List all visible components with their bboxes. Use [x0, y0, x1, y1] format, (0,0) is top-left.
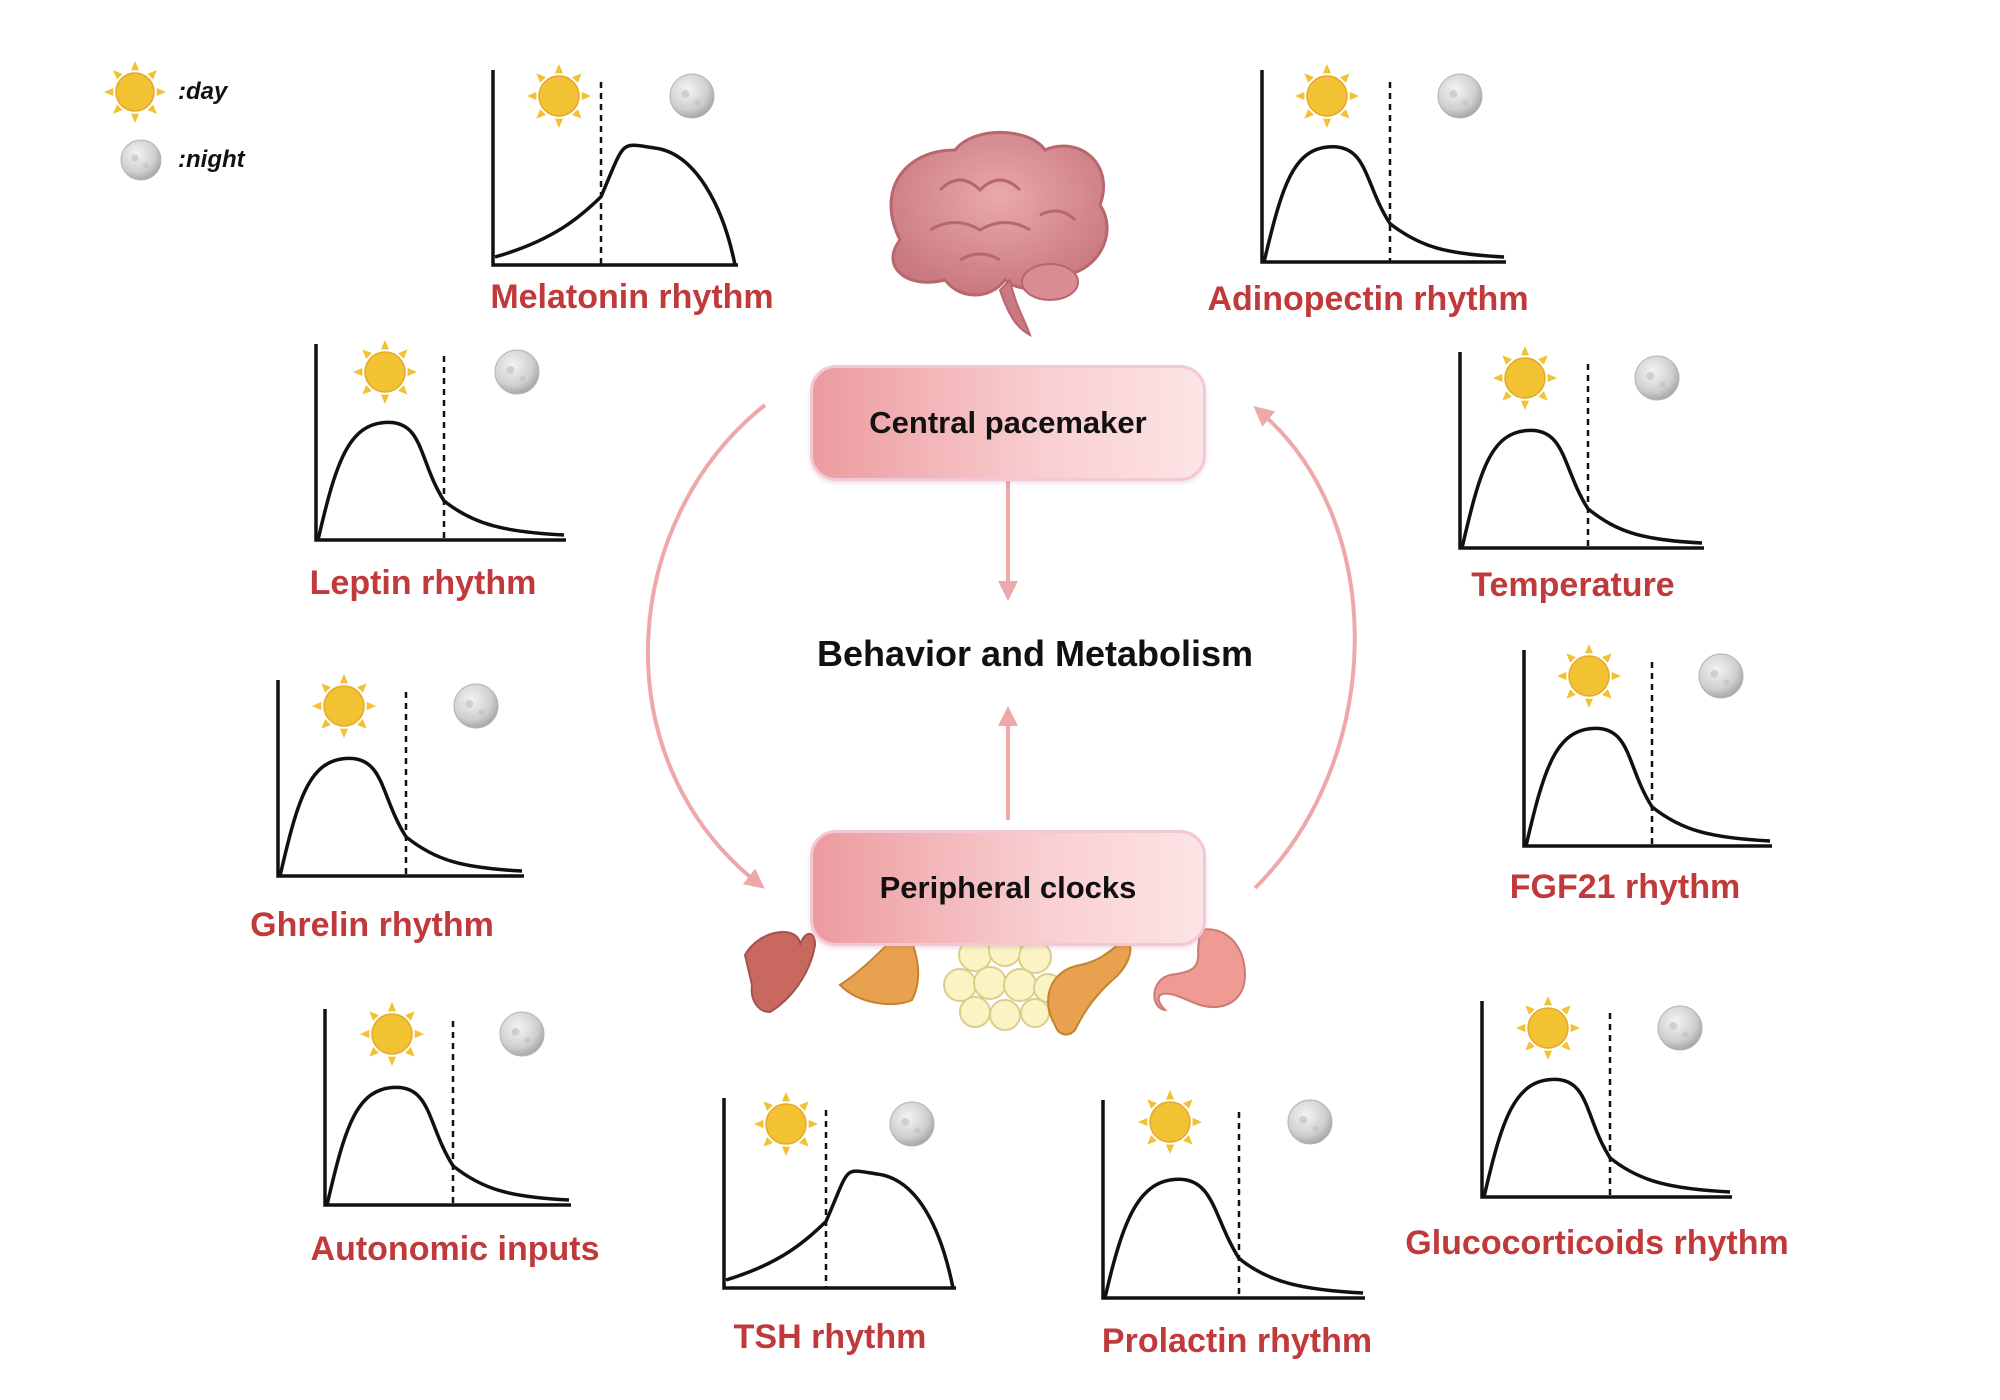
moon-icon: [499, 1011, 545, 1057]
label-temperature: Temperature: [1471, 566, 1675, 604]
adrenal-icon: [838, 926, 920, 1006]
peripheral-clocks-label: Peripheral clocks: [879, 870, 1137, 905]
arrow-peripheral-to-central: [1253, 406, 1357, 890]
moon-icon: [120, 139, 162, 181]
central-pacemaker-box: Central pacemaker: [810, 365, 1206, 481]
chart-axes: [323, 1009, 571, 1207]
pancreas-icon: [1047, 938, 1132, 1036]
legend-day-label: :day: [178, 78, 228, 105]
rhythm-chart-fgf21: [1522, 644, 1772, 848]
rhythm-chart-leptin: [314, 340, 566, 542]
sun-icon: [527, 64, 591, 128]
legend-night-label: :night: [178, 146, 245, 173]
rhythm-chart-prolactin: [1101, 1090, 1365, 1300]
adipose-icon: [943, 933, 1063, 1031]
rhythm-curve: [1524, 726, 1771, 847]
label-tsh: TSH rhythm: [733, 1318, 927, 1356]
arrow-central-to-peripheral: [646, 403, 767, 889]
moon-icon: [1634, 355, 1680, 401]
label-prolactin: Prolactin rhythm: [1101, 1322, 1373, 1360]
sun-icon: [353, 340, 417, 404]
rhythm-chart-ghrelin: [276, 674, 524, 878]
moon-icon: [120, 139, 162, 181]
rhythm-chart-tsh: [722, 1092, 956, 1290]
moon-icon: [1657, 1005, 1703, 1051]
stomach-icon: [1153, 928, 1247, 1012]
rhythm-curve: [494, 143, 737, 266]
moon-icon: [889, 1101, 935, 1147]
rhythm-curve: [1460, 428, 1703, 549]
rhythm-curve: [1482, 1077, 1731, 1198]
central-pacemaker-label: Central pacemaker: [869, 405, 1147, 440]
moon-icon: [1698, 653, 1744, 699]
rhythm-chart-adinopectin: [1260, 64, 1506, 264]
label-ghrelin: Ghrelin rhythm: [250, 906, 494, 944]
chart-axes: [1480, 1001, 1732, 1199]
chart-axes: [314, 344, 566, 542]
arrows: [646, 403, 1357, 890]
moon-icon: [494, 349, 540, 395]
label-fgf21: FGF21 rhythm: [1509, 868, 1741, 906]
rhythm-chart-autonomic: [323, 1002, 571, 1207]
sun-icon: [1138, 1090, 1202, 1154]
rhythm-chart-temperature: [1458, 346, 1704, 550]
label-adinopectin: Adinopectin rhythm: [1207, 280, 1529, 318]
rhythm-curve: [1262, 145, 1505, 263]
rhythm-chart-melatonin: [491, 64, 738, 267]
moon-icon: [1437, 73, 1483, 119]
label-autonomic: Autonomic inputs: [310, 1230, 600, 1268]
chart-axes: [722, 1098, 956, 1290]
moon-icon: [453, 683, 499, 729]
brain-icon: [889, 130, 1109, 337]
rhythm-charts: [276, 64, 1772, 1300]
chart-axes: [1260, 70, 1506, 264]
sun-icon: [1295, 64, 1359, 128]
sun-icon: [360, 1002, 424, 1066]
moon-icon: [669, 73, 715, 119]
rhythm-curve: [725, 1169, 955, 1289]
chart-axes: [1522, 650, 1772, 848]
sun-icon: [104, 61, 166, 123]
label-melatonin: Melatonin rhythm: [490, 278, 774, 316]
sun-icon: [754, 1092, 818, 1156]
label-glucocorticoids: Glucocorticoids rhythm: [1405, 1224, 1789, 1262]
chart-axes: [1101, 1100, 1365, 1300]
rhythm-curve: [316, 420, 565, 541]
rhythm-chart-glucocorticoids: [1480, 996, 1732, 1199]
moon-icon: [1287, 1099, 1333, 1145]
behavior-metabolism-label: Behavior and Metabolism: [816, 633, 1254, 674]
rhythm-curve: [278, 756, 523, 877]
sun-icon: [1493, 346, 1557, 410]
sun-icon: [312, 674, 376, 738]
peripheral-clocks-box: Peripheral clocks: [810, 830, 1206, 946]
sun-icon: [1516, 996, 1580, 1060]
sun-icon: [104, 61, 166, 123]
sun-icon: [1557, 644, 1621, 708]
chart-axes: [276, 680, 524, 878]
chart-axes: [491, 70, 738, 267]
rhythm-curve: [1103, 1177, 1364, 1299]
rhythm-curve: [325, 1085, 570, 1206]
chart-axes: [1458, 352, 1704, 550]
label-leptin: Leptin rhythm: [309, 564, 537, 602]
liver-icon: [743, 931, 817, 1014]
